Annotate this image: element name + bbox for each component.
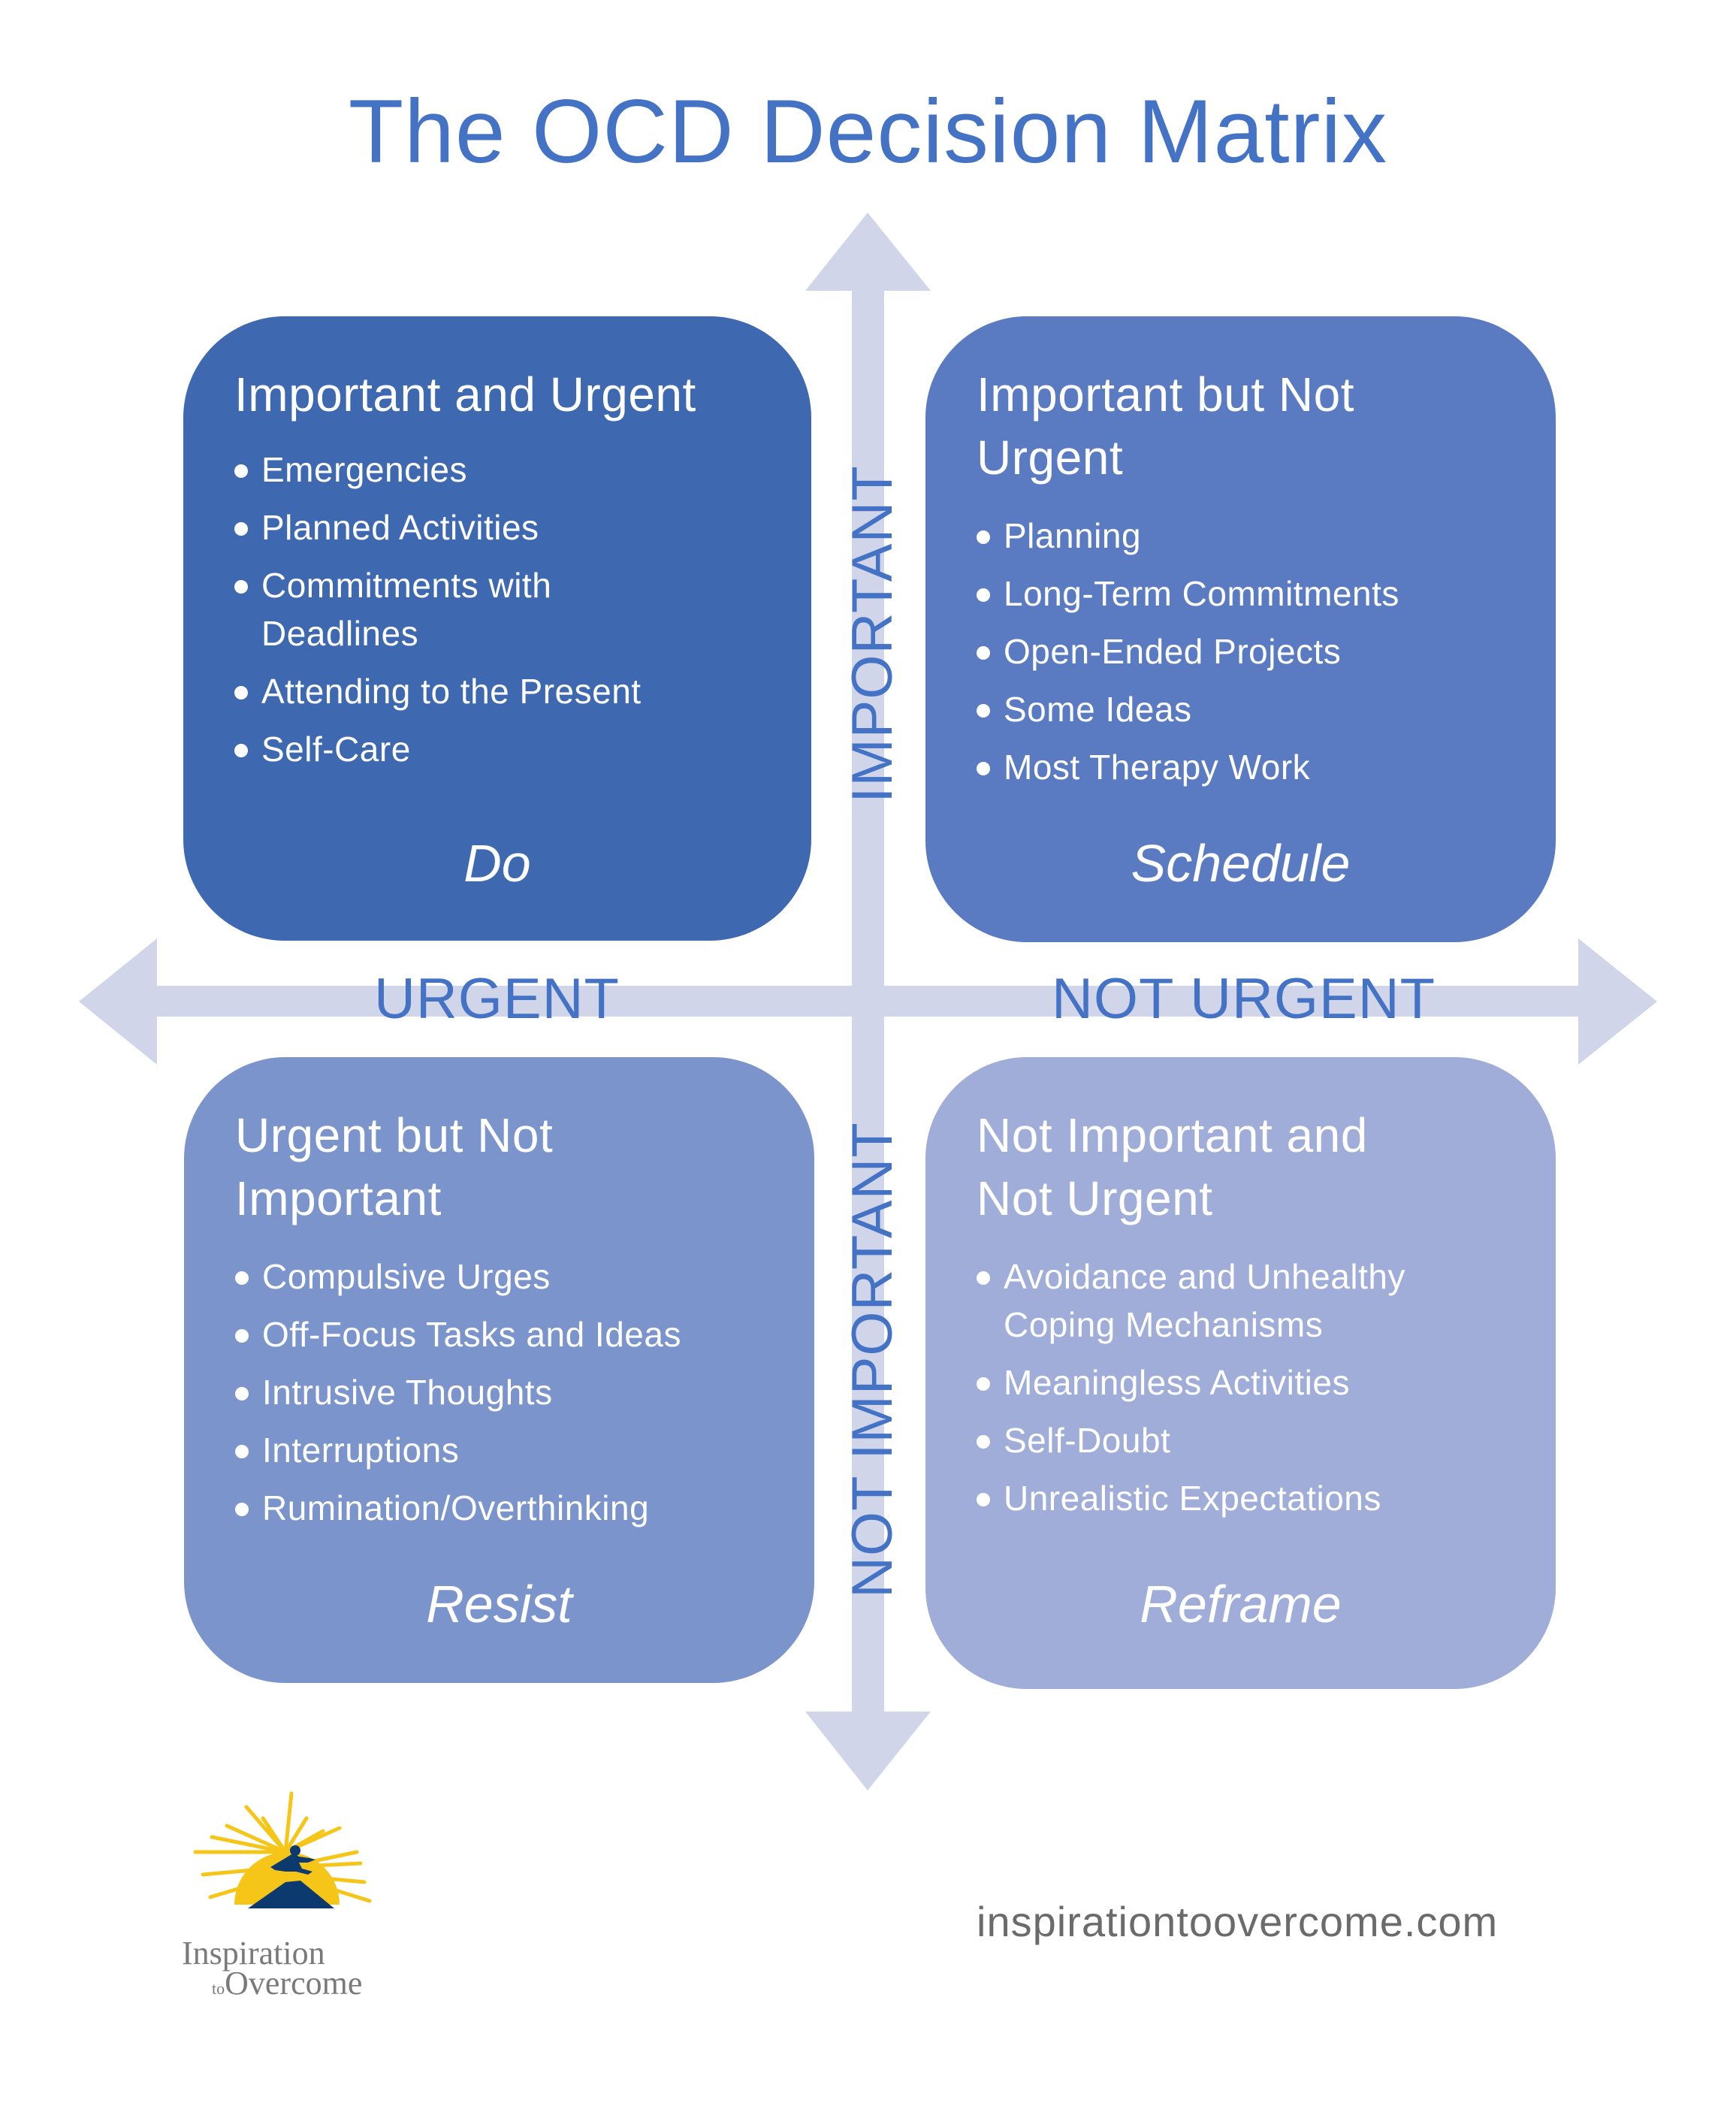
bullet-icon xyxy=(235,1445,249,1458)
sun-mountain-icon xyxy=(193,1791,372,1908)
bullet-icon xyxy=(977,1271,990,1285)
arrow-up-head-icon xyxy=(805,213,931,291)
list-item: Open-Ended Projects xyxy=(977,627,1541,675)
horizontal-axis-arrow xyxy=(79,938,1657,1065)
list-item: Long-Term Commitments xyxy=(977,570,1541,618)
list-item: Intrusive Thoughts xyxy=(235,1368,799,1416)
logo-text-overcome: Overcome xyxy=(225,1965,363,2002)
list-item-text: Commitments with Deadlines xyxy=(261,566,552,653)
list-item-text: Compulsive Urges xyxy=(262,1257,551,1296)
list-item: Rumination/Overthinking xyxy=(235,1484,799,1532)
list-item-text: Interruptions xyxy=(262,1431,460,1470)
list-item: Interruptions xyxy=(235,1426,799,1474)
list-item-text: Avoidance and Unhealthy Coping Mechanism… xyxy=(1004,1257,1405,1344)
list-item: Commitments with Deadlines xyxy=(234,561,700,657)
bullet-icon xyxy=(977,646,990,660)
list-item: Compulsive Urges xyxy=(235,1252,799,1301)
list-item-text: Self-Doubt xyxy=(1004,1421,1171,1460)
bullet-icon xyxy=(234,522,248,536)
bullet-icon xyxy=(977,530,990,544)
website-url[interactable]: inspirationtoovercome.com xyxy=(977,1898,1499,1945)
quadrant-urgent-not-important: Urgent but Not Important Compulsive Urge… xyxy=(184,1057,814,1683)
quadrant-item-list: Emergencies Planned Activities Commitmen… xyxy=(234,446,700,783)
list-item: Some Ideas xyxy=(977,685,1541,733)
bullet-icon xyxy=(234,464,248,478)
list-item-text: Rumination/Overthinking xyxy=(262,1488,650,1527)
list-item: Unrealistic Expectations xyxy=(977,1474,1495,1522)
list-item: Attending to the Present xyxy=(234,667,700,715)
list-item-text: Self-Care xyxy=(261,730,411,769)
list-item-text: Some Ideas xyxy=(1004,690,1192,729)
quadrant-item-list: Compulsive Urges Off-Focus Tasks and Ide… xyxy=(235,1252,799,1542)
arrow-down-head-icon xyxy=(805,1712,931,1790)
quadrant-action: Do xyxy=(463,834,531,893)
list-item-text: Open-Ended Projects xyxy=(1004,632,1342,671)
list-item: Avoidance and Unhealthy Coping Mechanism… xyxy=(977,1252,1495,1349)
quadrant-title: Important but Not Urgent xyxy=(977,367,1354,485)
bullet-icon xyxy=(977,1377,990,1391)
bullet-icon xyxy=(977,588,990,602)
bullet-icon xyxy=(977,1493,990,1506)
list-item: Planned Activities xyxy=(234,503,700,551)
quadrant-action: Schedule xyxy=(1131,834,1351,893)
arrow-left-head-icon xyxy=(79,938,157,1065)
list-item-text: Meaningless Activities xyxy=(1004,1363,1350,1402)
list-item: Planning xyxy=(977,512,1541,560)
bullet-icon xyxy=(235,1271,249,1285)
logo-text-line1: Inspiration xyxy=(182,1935,325,1972)
bullet-icon xyxy=(977,1435,990,1449)
quadrant-item-list: Planning Long-Term Commitments Open-Ende… xyxy=(977,512,1541,801)
list-item-text: Planning xyxy=(1004,516,1142,555)
logo-text-small: to xyxy=(212,1979,225,1998)
list-item-text: Long-Term Commitments xyxy=(1004,574,1399,613)
list-item: Most Therapy Work xyxy=(977,743,1541,791)
list-item-text: Most Therapy Work xyxy=(1004,748,1311,787)
axis-label-urgent: URGENT xyxy=(374,967,620,1031)
quadrant-title: Not Important and Not Urgent xyxy=(977,1108,1368,1225)
axis-label-important: IMPORTANT xyxy=(841,465,904,803)
list-item-text: Unrealistic Expectations xyxy=(1004,1479,1381,1518)
axis-label-not-important: NOT IMPORTANT xyxy=(841,1122,904,1598)
quadrant-important-not-urgent: Important but Not Urgent Planning Long-T… xyxy=(925,316,1556,942)
arrow-right-head-icon xyxy=(1578,938,1657,1065)
logo-text-line2: toOvercome xyxy=(212,1965,362,2008)
page-title: The OCD Decision Matrix xyxy=(348,81,1388,182)
list-item: Self-Care xyxy=(234,725,700,773)
list-item-text: Attending to the Present xyxy=(261,672,642,711)
bullet-icon xyxy=(235,1329,249,1343)
bullet-icon xyxy=(977,762,990,775)
quadrant-item-list: Avoidance and Unhealthy Coping Mechanism… xyxy=(977,1252,1495,1532)
logo: Inspiration toOvercome xyxy=(173,1784,398,2002)
quadrant-not-important-not-urgent: Not Important and Not Urgent Avoidance a… xyxy=(925,1057,1556,1689)
bullet-icon xyxy=(234,580,248,594)
horizontal-arrow-shaft xyxy=(155,986,1580,1017)
list-item-text: Planned Activities xyxy=(261,508,539,547)
quadrant-action: Reframe xyxy=(1140,1575,1342,1633)
list-item-text: Emergencies xyxy=(261,450,467,489)
list-item: Self-Doubt xyxy=(977,1416,1495,1464)
list-item: Meaningless Activities xyxy=(977,1358,1495,1407)
quadrant-important-urgent: Important and Urgent Emergencies Planned… xyxy=(183,316,811,941)
axis-label-not-urgent: NOT URGENT xyxy=(1052,967,1436,1031)
quadrant-title: Important and Urgent xyxy=(234,367,696,422)
bullet-icon xyxy=(977,704,990,718)
bullet-icon xyxy=(234,744,248,757)
quadrant-action: Resist xyxy=(426,1575,572,1633)
list-item-text: Intrusive Thoughts xyxy=(262,1373,553,1412)
bullet-icon xyxy=(234,686,248,699)
list-item: Emergencies xyxy=(234,446,700,494)
list-item: Off-Focus Tasks and Ideas xyxy=(235,1310,799,1358)
quadrant-title: Urgent but Not Important xyxy=(235,1108,554,1225)
bullet-icon xyxy=(235,1503,249,1516)
list-item-text: Off-Focus Tasks and Ideas xyxy=(262,1315,681,1354)
bullet-icon xyxy=(235,1387,249,1400)
